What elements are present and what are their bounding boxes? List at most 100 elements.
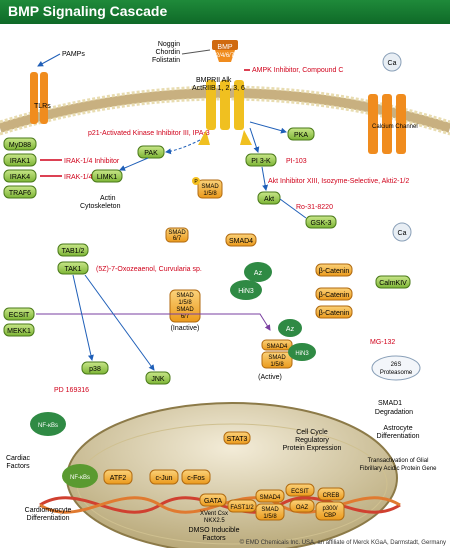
phospho-p-top: [192, 177, 200, 185]
smad67-box: [165, 227, 189, 243]
astrocyte-diff-label: Differentiation: [376, 433, 419, 440]
actriib-label: ActRIIB 1, 2, 3, 6: [192, 85, 245, 92]
glial-label: Transactivation of Glial: [368, 458, 429, 464]
pi103-label: PI-103: [286, 158, 307, 165]
receptor-to-pka-arrow: [249, 121, 287, 134]
nfkb-out-label: NF-κBs: [38, 423, 58, 429]
smad4-mid-box: [225, 233, 257, 247]
az-active-shape: [278, 319, 302, 337]
tak1-to-jnk-arrow: [84, 274, 155, 371]
glial-gene-label: Fibrillary Acidic Protein Gene: [359, 466, 437, 472]
proteasome-label: Proteasome: [380, 370, 413, 376]
nfkb-out-shape: [30, 412, 66, 436]
pka-box: [287, 127, 315, 141]
calmkiv-box: [375, 275, 411, 289]
p300-box: [315, 501, 345, 521]
smad158-top-box: [197, 179, 223, 199]
jnk-label: JNK: [151, 376, 165, 383]
smad4-nuc-box: [255, 489, 285, 503]
smad158-top-sub: 1/5/8: [203, 191, 217, 197]
limk1-label: LIMK1: [97, 174, 117, 181]
smad4-mid-label: SMAD4: [229, 238, 253, 245]
az-mid-label: Az: [254, 270, 263, 277]
smad-active-sub: 1/5/8: [270, 362, 284, 368]
az-active-label: Az: [286, 326, 295, 333]
pka-label: PKA: [294, 132, 308, 139]
creb-label: CREB: [323, 493, 340, 499]
dmso-label: DMSO Inducible: [189, 527, 240, 534]
cardiomyocyte-label: Cardiomyocyte: [25, 507, 72, 514]
active-label: (Active): [258, 374, 282, 381]
catenin-1-box: [315, 263, 353, 277]
cfos-box: [181, 469, 211, 485]
ro31-label: Ro-31-8220: [296, 204, 333, 211]
inactive-smad-label: SMAD: [176, 293, 194, 299]
cfos-label: c-Fos: [187, 475, 205, 482]
title-bar: BMP Signaling Cascade: [0, 0, 450, 24]
cardiac-label: Cardiac: [6, 455, 31, 462]
p300-label: p300/: [322, 506, 337, 512]
smad158-nuc-label: SMAD: [261, 507, 279, 513]
ecsit-label: ECSIT: [9, 312, 30, 319]
inactive-label: (Inactive): [171, 325, 200, 332]
noggin-inhibit-line: [181, 49, 211, 55]
cbp-label: CBP: [324, 513, 336, 519]
dmso-factors-label: Factors: [202, 535, 226, 542]
gata-box: [199, 493, 227, 507]
receptor-to-pak-arrow: [165, 139, 201, 155]
receptor-to-pi3k-arrow: [249, 127, 260, 153]
cjun-label: c-Jun: [155, 475, 172, 482]
pi3k-to-akt-arrow: [261, 166, 269, 191]
ca-bottom-label: Ca: [398, 230, 407, 237]
smad158-top-label: SMAD: [201, 184, 219, 190]
pd169316-label: PD 169316: [54, 387, 89, 394]
nkx-label: NKX2.5: [204, 518, 225, 524]
smad158-nuc-sub: 1/5/8: [263, 514, 277, 520]
oaz-box: [289, 499, 315, 513]
irak1-label: IRAK1: [10, 158, 30, 165]
regulatory-label: Regulatory: [295, 437, 329, 444]
pamps-label: PAMPs: [62, 51, 85, 58]
tak1-box: [57, 261, 89, 275]
hin3-active-label: HiN3: [295, 351, 309, 357]
tak1-label: TAK1: [65, 266, 82, 273]
smad67-sub: 6/7: [173, 236, 182, 242]
catenin-3-label: β-Catenin: [319, 310, 350, 317]
phospho-p-top-label: P: [194, 179, 198, 185]
traf6-label: TRAF6: [9, 190, 31, 197]
catenin-2-box: [315, 287, 353, 301]
pak-box: [137, 145, 165, 159]
smad-active-label: SMAD: [268, 355, 286, 361]
catenin-1-label: β-Catenin: [319, 268, 350, 275]
tlrs-label: TLRs: [34, 103, 51, 110]
protein-expr-label: Protein Expression: [283, 445, 342, 452]
calcium-channel-label: Calcium Channel: [372, 124, 418, 130]
gsk3-box: [305, 215, 337, 229]
mekk1-label: MEKK1: [7, 328, 31, 335]
cytoskeleton-label: Cytoskeleton: [80, 203, 121, 210]
hin3-active-shape: [288, 343, 316, 361]
atf2-box: [103, 469, 133, 485]
az-mid-shape: [244, 262, 272, 282]
ecsit-box: [3, 307, 35, 321]
limk1-box: [91, 169, 123, 183]
tlr-receptor: [30, 72, 48, 124]
tak-inhibitor-label: (5Z)-7-Oxozeaenol, Curvularia sp.: [96, 266, 202, 273]
ecsit-nuc-box: [285, 483, 315, 497]
inactive-smad-sub-2: 6/7: [181, 314, 190, 320]
actin-label: Actin: [100, 195, 116, 202]
smad4-nuc-label: SMAD4: [260, 495, 281, 501]
bmprii-label: BMPRII Alk: [196, 77, 232, 84]
chordin-label: Chordin: [155, 49, 180, 56]
p38-box: [81, 361, 109, 375]
cell-cycle-label: Cell Cycle: [296, 429, 328, 436]
mekk1-box: [3, 323, 35, 337]
catenin-3-box: [315, 305, 353, 319]
noggin-label: Noggin: [158, 41, 180, 48]
fast12-label: FAST1/2: [230, 505, 254, 511]
pi3k-box: [245, 153, 277, 167]
tak1-to-p38-arrow: [72, 274, 94, 361]
degradation-label: Degradation: [375, 409, 413, 416]
ca-ion-top: [382, 52, 402, 72]
smad-active-box: [261, 351, 293, 369]
